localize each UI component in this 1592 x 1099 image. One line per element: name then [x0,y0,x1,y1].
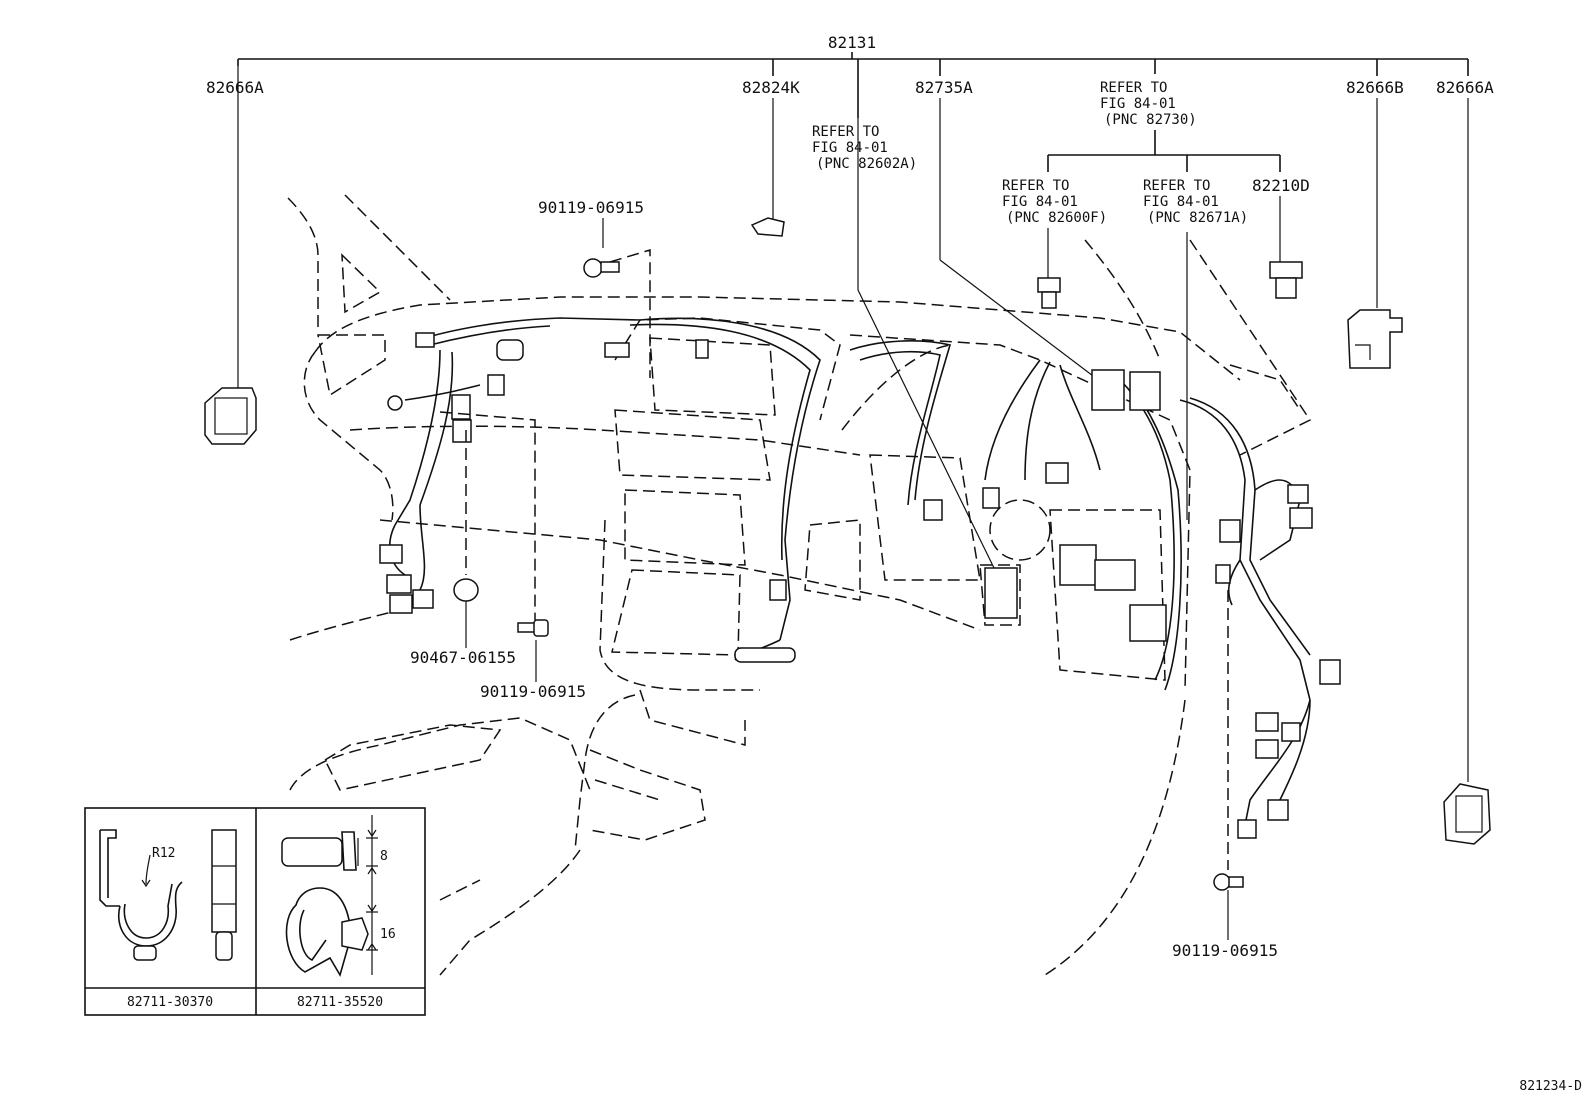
svg-text:REFER TO: REFER TO [1002,178,1069,194]
inset-left-part: 82711-30370 [127,995,213,1010]
wire-harness [389,317,1311,826]
label-bolt-right: 90119-06915 [1172,941,1278,960]
sub-bracket [1047,130,1281,172]
label-82666b: 82666B [1346,78,1404,97]
inset-dim-top: 8 [380,849,388,864]
clip-detail-inset: R12 82711-30370 8 16 82711-35520 [84,807,426,1016]
inset-dim-bottom: 16 [380,927,396,942]
part-82666a-left [204,387,257,445]
bolt-mid [517,619,549,637]
part-82666a-right [1443,783,1491,845]
clip-90467 [453,578,479,602]
svg-text:FIG 84-01: FIG 84-01 [1002,194,1078,210]
part-82666b [1347,309,1403,369]
refer-82730: REFER TO FIG 84-01 (PNC 82730) [1100,80,1197,128]
inset-radius-label: R12 [152,846,175,861]
label-bolt-top: 90119-06915 [538,198,644,217]
svg-text:FIG 84-01: FIG 84-01 [812,140,888,156]
svg-text:(PNC 82671A): (PNC 82671A) [1147,210,1248,226]
label-82824k: 82824K [742,78,800,97]
part-82210d [1269,261,1303,299]
leader-lines [237,66,1469,940]
label-82735a: 82735A [915,78,973,97]
svg-text:REFER TO: REFER TO [812,124,879,140]
part-82600f [1037,277,1061,309]
label-82666a-left: 82666A [206,78,264,97]
main-bracket: 82131 [237,33,1469,118]
svg-text:FIG 84-01: FIG 84-01 [1100,96,1176,112]
svg-text:FIG 84-01: FIG 84-01 [1143,194,1219,210]
main-part-label: 82131 [828,33,876,52]
inset-right-part: 82711-35520 [297,995,383,1010]
label-bolt-mid: 90119-06915 [480,682,586,701]
bolt-right [1213,873,1244,891]
dashboard-outline [287,194,1312,976]
label-82666a-right: 82666A [1436,78,1494,97]
refer-82671a: REFER TO FIG 84-01 (PNC 82671A) [1143,178,1248,226]
svg-text:(PNC 82730): (PNC 82730) [1104,112,1197,128]
svg-text:REFER TO: REFER TO [1100,80,1167,96]
label-82210d: 82210D [1252,176,1310,195]
bolt-top [583,258,620,278]
figure-code: 821234-D [1519,1079,1582,1094]
label-clip-90467: 90467-06155 [410,648,516,667]
part-82824k [750,217,785,237]
connectors [379,332,1341,839]
refer-82600f: REFER TO FIG 84-01 (PNC 82600F) [1002,178,1107,226]
svg-text:REFER TO: REFER TO [1143,178,1210,194]
svg-text:(PNC 82602A): (PNC 82602A) [816,156,917,172]
svg-text:(PNC 82600F): (PNC 82600F) [1006,210,1107,226]
refer-82602a: REFER TO FIG 84-01 (PNC 82602A) [812,124,917,172]
